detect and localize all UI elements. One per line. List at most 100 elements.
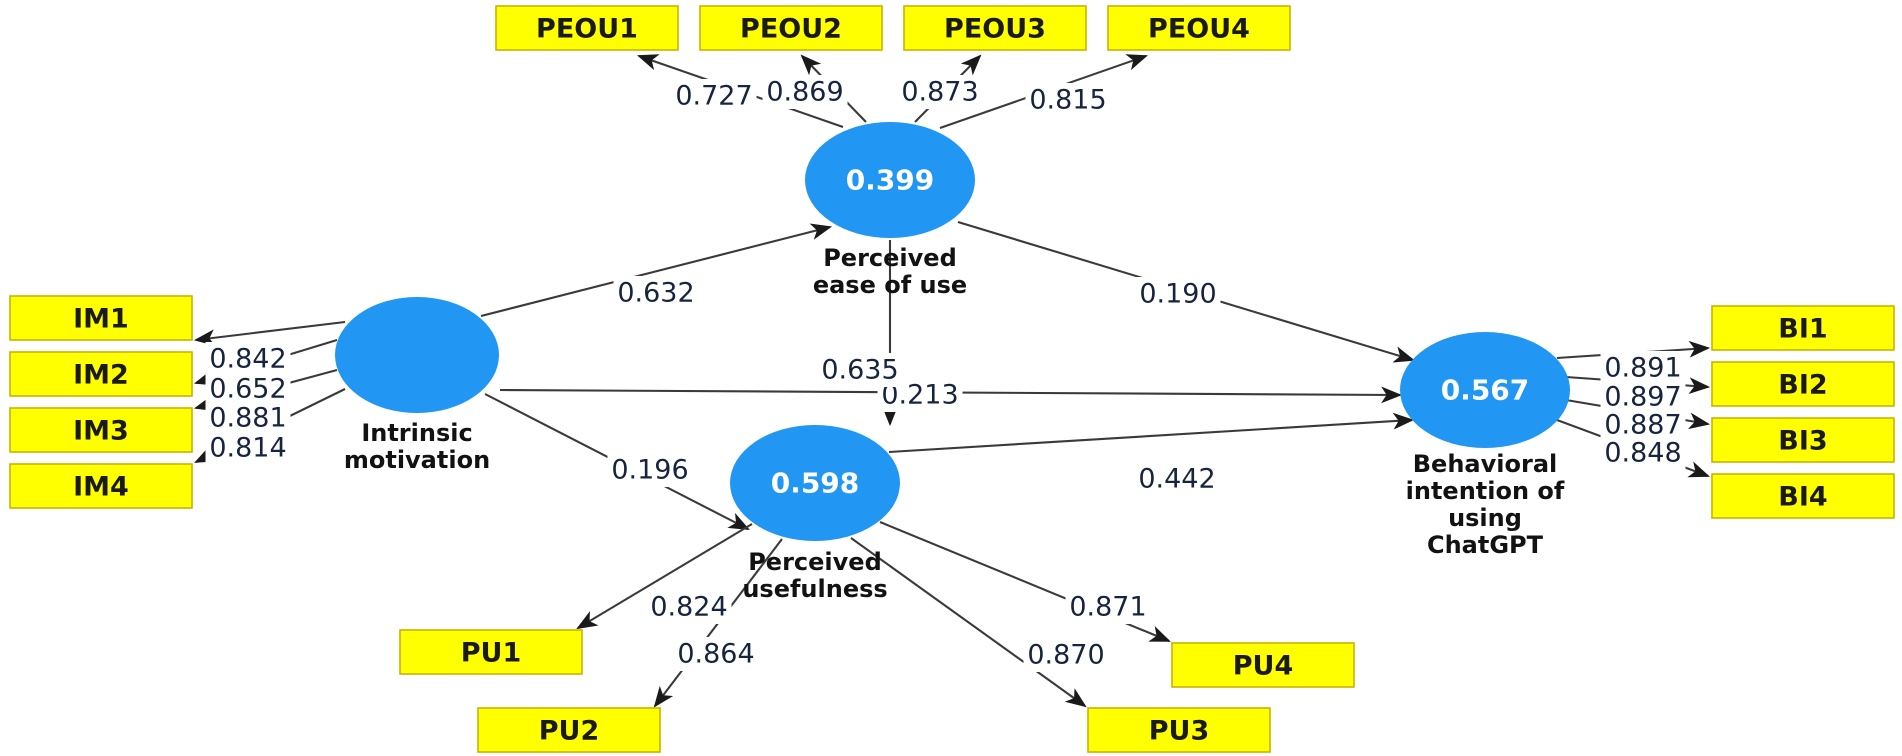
- indicator-label: PEOU4: [1148, 14, 1250, 45]
- construct-ellipse[interactable]: [1400, 332, 1570, 448]
- edge-label-text: 0.442: [1138, 464, 1215, 495]
- indicator-label: IM1: [73, 304, 129, 335]
- edge-label-text: 0.897: [1604, 382, 1681, 413]
- label-backdrop: [762, 75, 848, 109]
- indicator-im4[interactable]: IM4: [9, 463, 193, 509]
- construct-name-line: Perceived: [823, 244, 957, 272]
- label-backdrop: [205, 342, 291, 376]
- indicator-box[interactable]: [477, 707, 661, 753]
- coefficient-label-im-to-pu: 0.196: [607, 453, 693, 487]
- indicator-box[interactable]: [1711, 361, 1895, 407]
- indicator-pu2[interactable]: PU2: [477, 707, 661, 753]
- measurement-path-im-to-im1: [193, 320, 346, 347]
- construct-ellipse[interactable]: [805, 122, 975, 238]
- construct-name-line: using: [1448, 504, 1522, 532]
- indicator-box[interactable]: [399, 629, 583, 675]
- indicator-bi2[interactable]: BI2: [1711, 361, 1895, 407]
- edge-label-text: 0.870: [1027, 640, 1104, 671]
- coefficient-label-im-to-peou: 0.632: [613, 276, 699, 310]
- construct-name-line: intention of: [1406, 477, 1565, 505]
- indicator-label: PEOU3: [944, 14, 1046, 45]
- edge-label-text: 0.652: [209, 374, 286, 405]
- construct-r2-value: 0.598: [771, 467, 860, 500]
- construct-name-line: motivation: [344, 446, 490, 474]
- construct-name-line: Behavioral: [1413, 450, 1557, 478]
- construct-name-line: ChatGPT: [1427, 531, 1544, 559]
- label-backdrop: [613, 276, 699, 310]
- coefficient-label-im-to-bi: 0.213: [877, 378, 963, 412]
- indicator-im2[interactable]: IM2: [9, 351, 193, 397]
- indicator-bi1[interactable]: BI1: [1711, 305, 1895, 351]
- construct-r2-value: 0.399: [846, 164, 935, 197]
- indicator-peou4[interactable]: PEOU4: [1107, 5, 1291, 51]
- indicator-bi4[interactable]: BI4: [1711, 473, 1895, 519]
- construct-name-line: Intrinsic: [361, 419, 472, 447]
- loading-label-pu1: 0.824: [646, 590, 732, 624]
- indicator-label: BI1: [1778, 314, 1827, 345]
- indicator-box[interactable]: [1711, 473, 1895, 519]
- indicator-peou2[interactable]: PEOU2: [699, 5, 883, 51]
- indicator-bi3[interactable]: BI3: [1711, 417, 1895, 463]
- indicator-box[interactable]: [1711, 305, 1895, 351]
- label-backdrop: [671, 79, 757, 113]
- indicator-box[interactable]: [1171, 642, 1355, 688]
- edge-label-text: 0.871: [1069, 592, 1146, 623]
- loading-label-im2: 0.652: [205, 372, 291, 406]
- indicator-box[interactable]: [1107, 5, 1291, 51]
- indicator-pu4[interactable]: PU4: [1171, 642, 1355, 688]
- structural-path-pu-to-bi: [888, 412, 1415, 454]
- label-backdrop: [205, 401, 291, 435]
- label-backdrop: [897, 75, 983, 109]
- edge-label-text: 0.632: [617, 278, 694, 309]
- label-backdrop: [1025, 83, 1111, 117]
- edge-label-text: 0.873: [901, 77, 978, 108]
- indicator-pu1[interactable]: PU1: [399, 629, 583, 675]
- indicator-peou3[interactable]: PEOU3: [903, 5, 1087, 51]
- indicator-box[interactable]: [9, 351, 193, 397]
- edge-label-text: 0.814: [209, 433, 286, 464]
- coefficient-label-peou-to-pu: 0.635: [817, 353, 903, 387]
- construct-name-line: ease of use: [813, 271, 967, 299]
- edge-label-text: 0.196: [611, 455, 688, 486]
- measurement-path-pu-to-pu1: [576, 523, 753, 630]
- construct-r2-value: 0.567: [1441, 374, 1530, 407]
- edge-label-text: 0.727: [675, 81, 752, 112]
- indicator-box[interactable]: [9, 463, 193, 509]
- indicator-pu3[interactable]: PU3: [1087, 707, 1271, 753]
- indicator-label: IM3: [73, 416, 129, 447]
- indicator-box[interactable]: [495, 5, 679, 51]
- indicator-label: PU4: [1233, 651, 1294, 682]
- label-backdrop: [1600, 436, 1686, 470]
- indicator-peou1[interactable]: PEOU1: [495, 5, 679, 51]
- indicator-box[interactable]: [1087, 707, 1271, 753]
- loading-label-peou1: 0.727: [671, 79, 757, 113]
- indicator-box[interactable]: [903, 5, 1087, 51]
- construct-ellipse[interactable]: [335, 297, 499, 413]
- label-backdrop: [1134, 462, 1220, 496]
- label-backdrop: [673, 637, 759, 671]
- construct-ellipse[interactable]: [730, 425, 900, 541]
- indicator-box[interactable]: [1711, 417, 1895, 463]
- indicator-im1[interactable]: IM1: [9, 295, 193, 341]
- indicator-label: BI3: [1778, 426, 1827, 457]
- loading-label-peou2: 0.869: [762, 75, 848, 109]
- edge-label-text: 0.881: [209, 403, 286, 434]
- edge-label-text: 0.190: [1139, 279, 1216, 310]
- label-backdrop: [1600, 351, 1686, 385]
- indicator-box[interactable]: [699, 5, 883, 51]
- label-backdrop: [1023, 638, 1109, 672]
- indicator-label: PU1: [461, 638, 522, 669]
- indicator-box[interactable]: [9, 295, 193, 341]
- edge-label-text: 0.635: [821, 355, 898, 386]
- edge-label-text: 0.848: [1604, 438, 1681, 469]
- label-backdrop: [607, 453, 693, 487]
- indicator-box[interactable]: [9, 407, 193, 453]
- construct-name-line: usefulness: [742, 575, 887, 603]
- indicator-im3[interactable]: IM3: [9, 407, 193, 453]
